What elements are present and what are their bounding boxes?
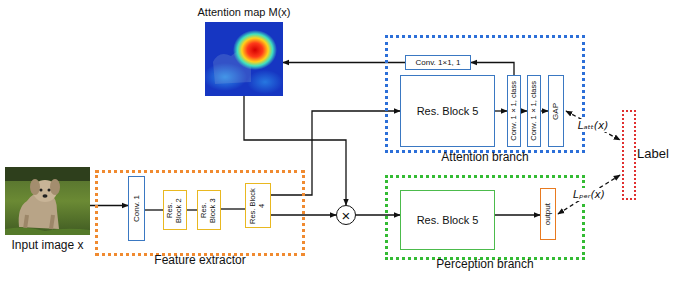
flow-arrow — [541, 110, 548, 111]
node-text: Feature extractor — [98, 254, 302, 268]
input-image: Input image x — [5, 167, 90, 235]
heatmap-illustration — [205, 22, 283, 96]
branch-region: Attention branchConv. 1×1, 1Res. Block 5… — [385, 35, 585, 153]
node-text: Conv. 1×1, 1 — [416, 58, 461, 67]
loss-label: Lₐₜₜ(x) — [576, 119, 611, 132]
flow-arrow — [145, 209, 163, 210]
dog-photo-illustration — [5, 167, 90, 235]
node-text: Res. Block 5 — [417, 214, 479, 227]
layer-box: Conv. 1×1, 1 — [405, 55, 471, 70]
node-text: GAP — [551, 103, 560, 120]
layer-box: Conv. 1×1, class — [507, 75, 521, 147]
layer-box: Res. Block 3 — [197, 190, 221, 230]
flow-arrow — [471, 63, 514, 76]
branch-region: Perception branchRes. Block 5output — [385, 175, 585, 260]
layer-box: Res. Block 2 — [163, 190, 187, 230]
node-text: Label — [637, 147, 669, 162]
loss-label: Lₚₑᵣ(x) — [571, 188, 607, 201]
flow-arrow — [271, 111, 400, 195]
layer-box: output — [540, 188, 556, 240]
node-text: output — [543, 203, 552, 225]
node-text: Conv. 1 — [132, 195, 141, 222]
flow-arrow — [187, 209, 197, 210]
layer-box: Res. Block 4 — [245, 183, 271, 228]
node-text: Attention branch — [388, 151, 582, 165]
node-text: Conv. 1×1, class — [510, 81, 519, 141]
node-text: Res. Block 2 — [166, 193, 183, 228]
loss-connector — [558, 175, 620, 214]
flow-arrow — [221, 208, 245, 209]
flow-arrow — [356, 214, 400, 215]
node-text: Input image x — [0, 239, 100, 253]
flow-arrow — [495, 214, 540, 215]
layer-box: Conv. 1 — [128, 176, 145, 241]
node-text: Res. Block 4 — [249, 186, 266, 226]
loss-connector — [566, 111, 620, 140]
multiply-node: × — [336, 205, 356, 225]
node-text: Attention map M(x) — [175, 6, 313, 19]
node-text: Res. Block 5 — [417, 105, 479, 118]
attention-map: Attention map M(x) — [205, 22, 283, 96]
node-text: Conv. 1×1, class — [530, 81, 539, 141]
branch-region: Feature extractorConv. 1Res. Block 2Res.… — [95, 170, 305, 256]
layer-box: Conv. 1×1, class — [527, 75, 541, 147]
layer-box: Res. Block 5 — [400, 190, 495, 250]
flow-arrow — [495, 110, 507, 111]
node-text: Perception branch — [388, 258, 582, 272]
layer-box: GAP — [548, 75, 564, 147]
layer-box: Res. Block 5 — [400, 75, 495, 147]
node-text: Res. Block 3 — [200, 193, 217, 228]
label-box: Label — [622, 110, 636, 200]
node-text: × — [342, 208, 351, 223]
